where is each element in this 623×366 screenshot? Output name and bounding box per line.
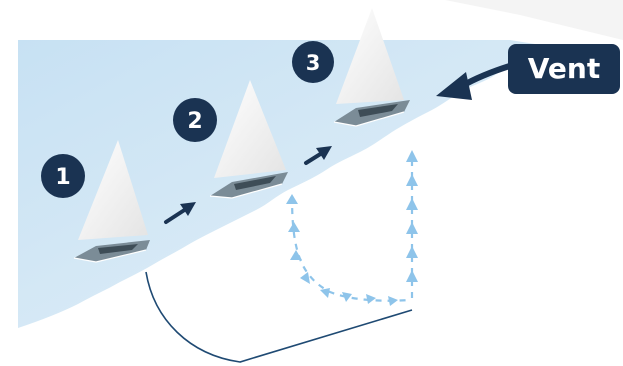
step-badge-2: 2 bbox=[173, 98, 217, 142]
current-arrows-left bbox=[286, 194, 410, 306]
step-badge-3: 3 bbox=[292, 41, 334, 83]
keel-curve bbox=[146, 272, 412, 362]
water-area bbox=[18, 40, 560, 328]
step-badge-1: 1 bbox=[41, 154, 85, 198]
step-badge-2-number: 2 bbox=[187, 109, 202, 134]
step-badge-1-number: 1 bbox=[55, 165, 70, 190]
wind-band bbox=[445, 0, 623, 40]
wind-label: Vent bbox=[528, 52, 600, 85]
current-arrows-right bbox=[406, 150, 418, 300]
step-badge-3-number: 3 bbox=[306, 51, 321, 75]
